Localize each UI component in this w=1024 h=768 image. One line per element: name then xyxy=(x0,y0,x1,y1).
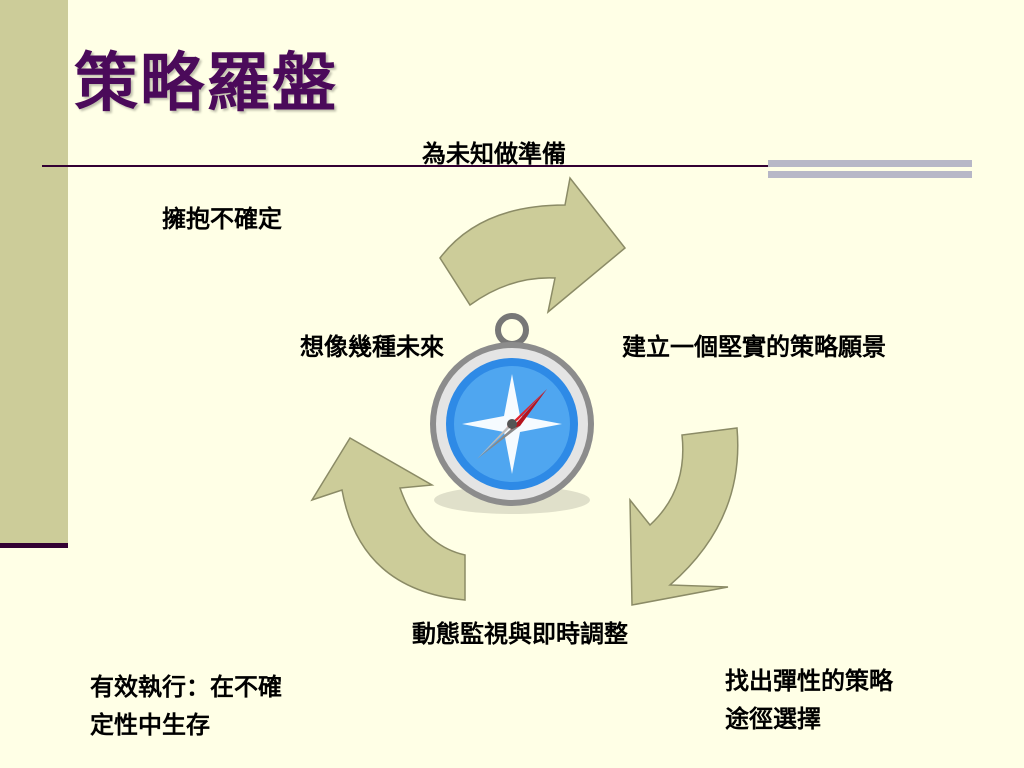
label-embrace-uncertainty: 擁抱不確定 xyxy=(162,204,282,233)
label-imagine-futures: 想像幾種未來 xyxy=(300,332,444,361)
title-divider xyxy=(42,165,972,167)
label-flexible-paths-line1: 找出彈性的策略 xyxy=(725,666,893,695)
compass-icon xyxy=(430,313,594,514)
label-prepare-unknown: 為未知做準備 xyxy=(422,139,566,168)
label-dynamic-monitoring: 動態監視與即時調整 xyxy=(412,619,628,648)
slide-title: 策略羅盤 xyxy=(74,46,338,121)
label-flexible-paths: 找出彈性的策略 途徑選擇 xyxy=(725,662,893,738)
curved-arrow-icon xyxy=(310,436,466,601)
title-divider-accent xyxy=(768,158,972,180)
label-effective-execution-line1: 有效執行：在不確 xyxy=(90,672,282,701)
sidebar-underline xyxy=(0,543,68,548)
label-effective-execution: 有效執行：在不確 定性中生存 xyxy=(90,668,282,744)
curved-arrow-icon xyxy=(629,427,739,606)
label-flexible-paths-line2: 途徑選擇 xyxy=(725,704,821,733)
label-effective-execution-line2: 定性中生存 xyxy=(90,710,210,739)
sidebar-decoration xyxy=(0,0,68,545)
label-strategic-vision: 建立一個堅實的策略願景 xyxy=(622,332,886,361)
curved-arrow-icon xyxy=(439,176,627,314)
